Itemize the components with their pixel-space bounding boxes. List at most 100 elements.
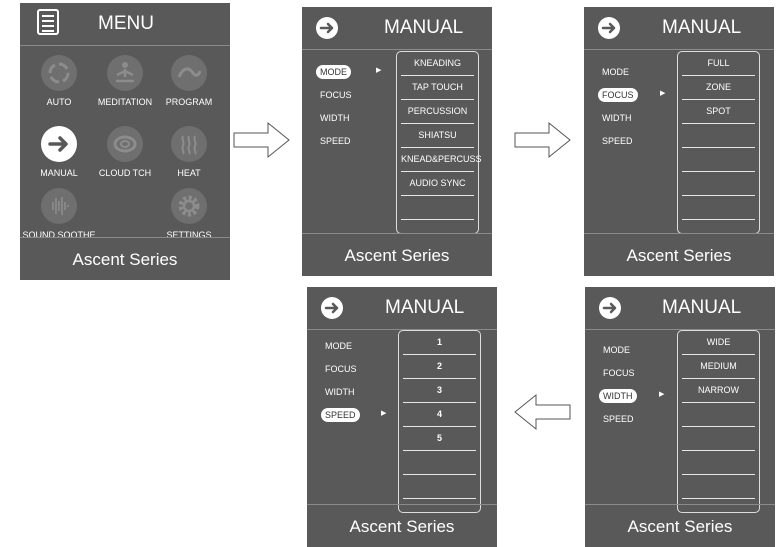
category-mode[interactable]: MODE (602, 67, 629, 77)
option-item[interactable] (682, 403, 755, 427)
manual-title: MANUAL (662, 17, 742, 38)
manual-arrow-icon (41, 126, 77, 162)
option-item[interactable]: 4 (403, 403, 476, 427)
flow-arrow-right-icon (233, 121, 290, 159)
category-focus[interactable]: FOCUS (598, 88, 668, 111)
option-item[interactable]: 2 (403, 355, 476, 379)
meditation-icon (107, 55, 143, 91)
cloud-touch-icon (107, 126, 143, 162)
footer-divider (307, 504, 497, 505)
option-item[interactable]: 5 (403, 427, 476, 451)
menu-item-heat[interactable]: HEAT (147, 126, 231, 178)
option-item[interactable]: KNEAD&PERCUSS (401, 148, 482, 172)
menu-title: MENU (98, 13, 154, 34)
manual-mode-screen: MANUAL MODE FOCUS WIDTH SPEED ▶ KNEADING… (302, 7, 492, 276)
category-width[interactable]: WIDTH (599, 389, 669, 412)
sound-wave-icon (41, 188, 77, 224)
option-item[interactable]: TAP TOUCH (401, 76, 474, 100)
category-list: MODE FOCUS WIDTH SPEED (316, 65, 386, 157)
category-width[interactable]: WIDTH (325, 387, 355, 397)
heat-icon (171, 126, 207, 162)
header-divider (584, 49, 774, 50)
program-icon (171, 55, 207, 91)
option-item[interactable] (403, 451, 476, 475)
category-speed[interactable]: SPEED (602, 136, 633, 146)
header-divider (302, 49, 492, 50)
option-item[interactable]: 1 (403, 331, 476, 355)
manual-title: MANUAL (385, 297, 465, 318)
menu-item-label: AUTO (46, 97, 72, 107)
footer-brand: Ascent Series (349, 517, 455, 536)
option-item[interactable]: MEDIUM (682, 355, 755, 379)
option-item[interactable] (401, 196, 474, 220)
header-divider (20, 45, 230, 46)
menu-item-label: MANUAL (40, 168, 78, 178)
manual-title: MANUAL (384, 17, 464, 38)
option-list: WIDE MEDIUM NARROW (677, 330, 760, 513)
manual-arrow-icon[interactable] (599, 297, 621, 319)
footer-divider (585, 504, 775, 505)
menu-item-settings[interactable]: SETTINGS (147, 188, 231, 240)
category-focus[interactable]: FOCUS (325, 364, 357, 374)
option-item[interactable] (682, 451, 755, 475)
option-item[interactable]: ZONE (682, 76, 755, 100)
option-item[interactable] (682, 427, 755, 451)
category-focus[interactable]: FOCUS (603, 368, 635, 378)
menu-item-auto[interactable]: AUTO (17, 55, 101, 107)
option-item[interactable]: AUDIO SYNC (401, 172, 474, 196)
gear-icon (171, 188, 207, 224)
menu-item-cloud-touch[interactable]: CLOUD TCH (83, 126, 167, 178)
option-item[interactable]: KNEADING (401, 52, 474, 76)
menu-item-meditation[interactable]: MEDITATION (83, 55, 167, 107)
option-item[interactable]: SPOT (682, 100, 755, 124)
option-item[interactable] (682, 172, 755, 196)
option-item[interactable]: WIDE (682, 331, 755, 355)
option-item[interactable]: 3 (403, 379, 476, 403)
option-item[interactable]: SHIATSU (401, 124, 474, 148)
header-divider (585, 329, 775, 330)
category-list: MODE FOCUS WIDTH SPEED (599, 343, 669, 435)
manual-header: MANUAL (302, 7, 492, 49)
auto-cycle-icon (41, 55, 77, 91)
manual-width-screen: MANUAL MODE FOCUS WIDTH SPEED ▶ WIDE MED… (585, 287, 775, 547)
option-item[interactable] (682, 148, 755, 172)
menu-item-label: PROGRAM (165, 97, 213, 107)
option-item[interactable] (403, 475, 476, 499)
manual-focus-screen: MANUAL MODE FOCUS WIDTH SPEED ▶ FULL ZON… (584, 7, 774, 276)
option-item[interactable] (682, 124, 755, 148)
manual-arrow-icon[interactable] (598, 17, 620, 39)
option-item[interactable]: NARROW (682, 379, 755, 403)
menu-list-icon[interactable] (37, 9, 59, 35)
category-mode[interactable]: MODE (316, 65, 386, 88)
menu-item-manual[interactable]: MANUAL (17, 126, 101, 178)
category-width[interactable]: WIDTH (602, 113, 632, 123)
menu-header: MENU (20, 3, 230, 45)
category-width[interactable]: WIDTH (320, 113, 350, 123)
manual-arrow-icon[interactable] (316, 17, 338, 39)
category-list: MODE FOCUS WIDTH SPEED (321, 339, 391, 431)
manual-arrow-icon[interactable] (321, 297, 343, 319)
category-speed[interactable]: SPEED (321, 408, 391, 431)
category-speed[interactable]: SPEED (603, 414, 634, 424)
option-item[interactable]: PERCUSSION (401, 100, 474, 124)
footer-brand: Ascent Series (72, 250, 178, 269)
menu-item-sound-soothe[interactable]: SOUND SOOTHE (17, 188, 101, 240)
category-mode[interactable]: MODE (325, 341, 352, 351)
manual-title: MANUAL (662, 297, 742, 318)
option-list: FULL ZONE SPOT (677, 51, 760, 234)
footer-brand: Ascent Series (627, 517, 733, 536)
option-item[interactable]: FULL (682, 52, 755, 76)
menu-item-program[interactable]: PROGRAM (147, 55, 231, 107)
flow-arrow-left-icon (514, 393, 571, 431)
category-mode[interactable]: MODE (603, 345, 630, 355)
header-divider (307, 329, 497, 330)
option-item[interactable] (682, 475, 755, 499)
category-focus[interactable]: FOCUS (320, 90, 352, 100)
manual-header: MANUAL (584, 7, 774, 49)
manual-speed-screen: MANUAL MODE FOCUS WIDTH SPEED ▶ 1 2 3 4 … (307, 287, 497, 547)
menu-item-label: HEAT (177, 168, 201, 178)
menu-screen: MENU AUTO MEDITATION PROGRAM MANUAL CLOU… (20, 3, 230, 280)
selection-caret-icon: ▶ (660, 90, 666, 97)
category-speed[interactable]: SPEED (320, 136, 351, 146)
option-item[interactable] (682, 196, 755, 220)
